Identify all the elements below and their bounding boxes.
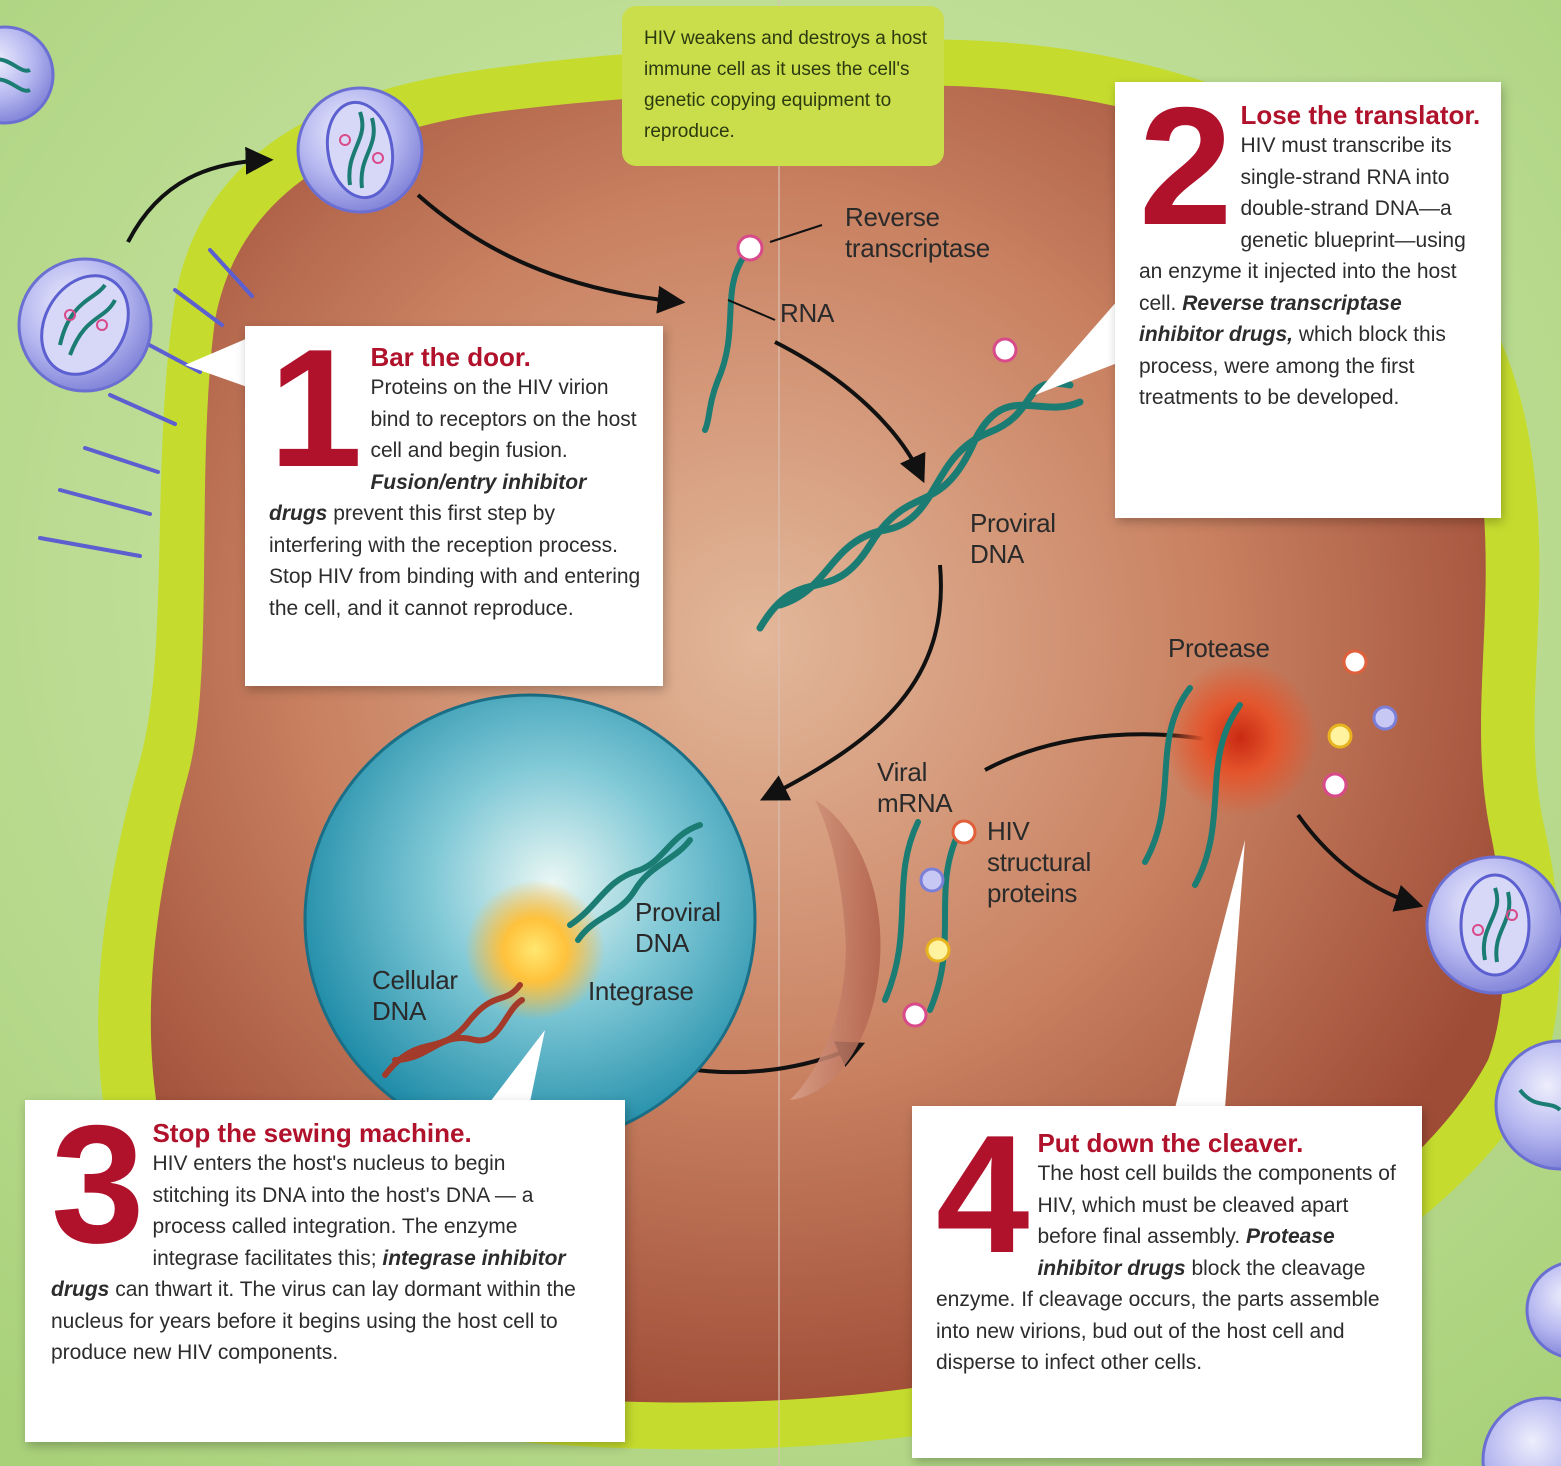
virion-budding bbox=[1427, 857, 1561, 993]
label-reverse-transcriptase: Reverse transcriptase bbox=[845, 202, 1015, 264]
label-proviral-dna: Proviral DNA bbox=[970, 508, 1070, 570]
protease-burst bbox=[1162, 660, 1318, 816]
reverse-transcriptase-particle bbox=[994, 339, 1016, 361]
virion-entering bbox=[298, 88, 422, 212]
step-2-number: 2 bbox=[1139, 102, 1232, 228]
step-3-text-after: can thwart it. The virus can lay dormant… bbox=[51, 1278, 576, 1364]
step-2-callout: 2 Lose the translator. HIV must transcri… bbox=[1115, 82, 1501, 518]
step-4-text-before: The host cell builds the components of H… bbox=[1037, 1162, 1395, 1248]
intro-text: HIV weakens and destroys a host immune c… bbox=[644, 28, 927, 142]
virion-binding bbox=[19, 259, 151, 391]
label-proviral-dna-nucleus: Proviral DNA bbox=[635, 897, 735, 959]
label-integrase: Integrase bbox=[588, 976, 694, 1007]
step-3-callout: 3 Stop the sewing machine. HIV enters th… bbox=[25, 1100, 625, 1442]
step-1-text-before: Proteins on the HIV virion bind to recep… bbox=[370, 376, 636, 462]
label-cellular-dna: Cellular DNA bbox=[372, 965, 472, 1027]
step-1-number: 1 bbox=[269, 344, 362, 470]
label-viral-mrna: Viral mRNA bbox=[877, 757, 957, 819]
integration-burst bbox=[465, 880, 605, 1020]
step-4-callout: 4 Put down the cleaver. The host cell bu… bbox=[912, 1106, 1422, 1458]
label-hiv-structural-proteins: HIV structural proteins bbox=[987, 816, 1112, 909]
intro-callout: HIV weakens and destroys a host immune c… bbox=[622, 6, 944, 166]
step-4-number: 4 bbox=[936, 1130, 1029, 1256]
step-3-number: 3 bbox=[51, 1120, 144, 1246]
label-protease: Protease bbox=[1168, 633, 1270, 664]
step-1-callout: 1 Bar the door. Proteins on the HIV viri… bbox=[245, 326, 663, 686]
label-rna: RNA bbox=[780, 298, 834, 329]
